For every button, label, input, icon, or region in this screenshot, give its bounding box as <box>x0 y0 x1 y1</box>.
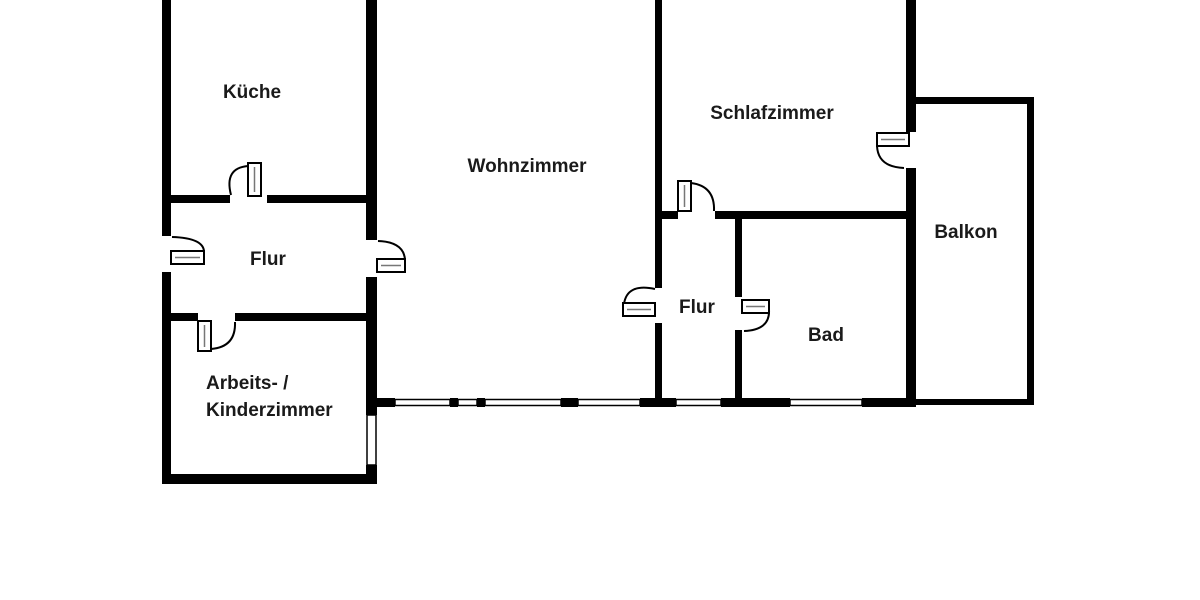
room-label-balkon: Balkon <box>934 222 997 243</box>
wall-flur-bad <box>735 219 742 398</box>
wall-kueche-flur <box>171 195 366 203</box>
exterior-wall-bottom-arbeitszimmer <box>162 474 377 484</box>
exterior-wall-right <box>906 0 916 407</box>
room-label-flur-links: Flur <box>250 249 286 270</box>
room-label-bad: Bad <box>808 325 844 346</box>
balcony-walls <box>913 97 1034 405</box>
window-bad <box>789 398 863 407</box>
balkon-door <box>876 132 910 169</box>
window-arbeitszimmer <box>366 414 377 466</box>
window-wohnzimmer-4 <box>577 398 641 407</box>
room-label-flur-rechts: Flur <box>679 297 715 318</box>
wall-schlafzimmer-flur <box>662 211 906 219</box>
kueche-door <box>228 162 262 197</box>
room-label-arbeitszimmer-line1: Arbeits- / <box>206 373 289 394</box>
room-label-kueche: Küche <box>223 82 281 103</box>
exterior-wall-bottom <box>370 398 916 407</box>
exterior-wall-left <box>162 0 171 484</box>
wall-wohnzimmer-schlafzimmer <box>655 0 662 398</box>
room-label-wohnzimmer: Wohnzimmer <box>468 156 588 177</box>
room-label-schlafzimmer: Schlafzimmer <box>710 103 834 124</box>
window-flur-rechts <box>675 398 722 407</box>
bad-door <box>741 299 771 332</box>
wall-flur-arbeitszimmer <box>171 313 366 321</box>
room-label-arbeitszimmer-line2: Kinderzimmer <box>206 400 333 421</box>
window-wohnzimmer-3 <box>484 398 562 407</box>
schlafzimmer-door <box>677 180 716 212</box>
wohnzimmer-door <box>376 240 406 273</box>
arbeitszimmer-door <box>197 320 237 352</box>
window-wohnzimmer-2 <box>457 398 478 407</box>
flur-wohnzimmer-door <box>622 286 656 317</box>
wall-kueche-wohnzimmer <box>366 0 377 474</box>
entrance-door <box>170 236 205 265</box>
window-wohnzimmer-1 <box>394 398 451 407</box>
